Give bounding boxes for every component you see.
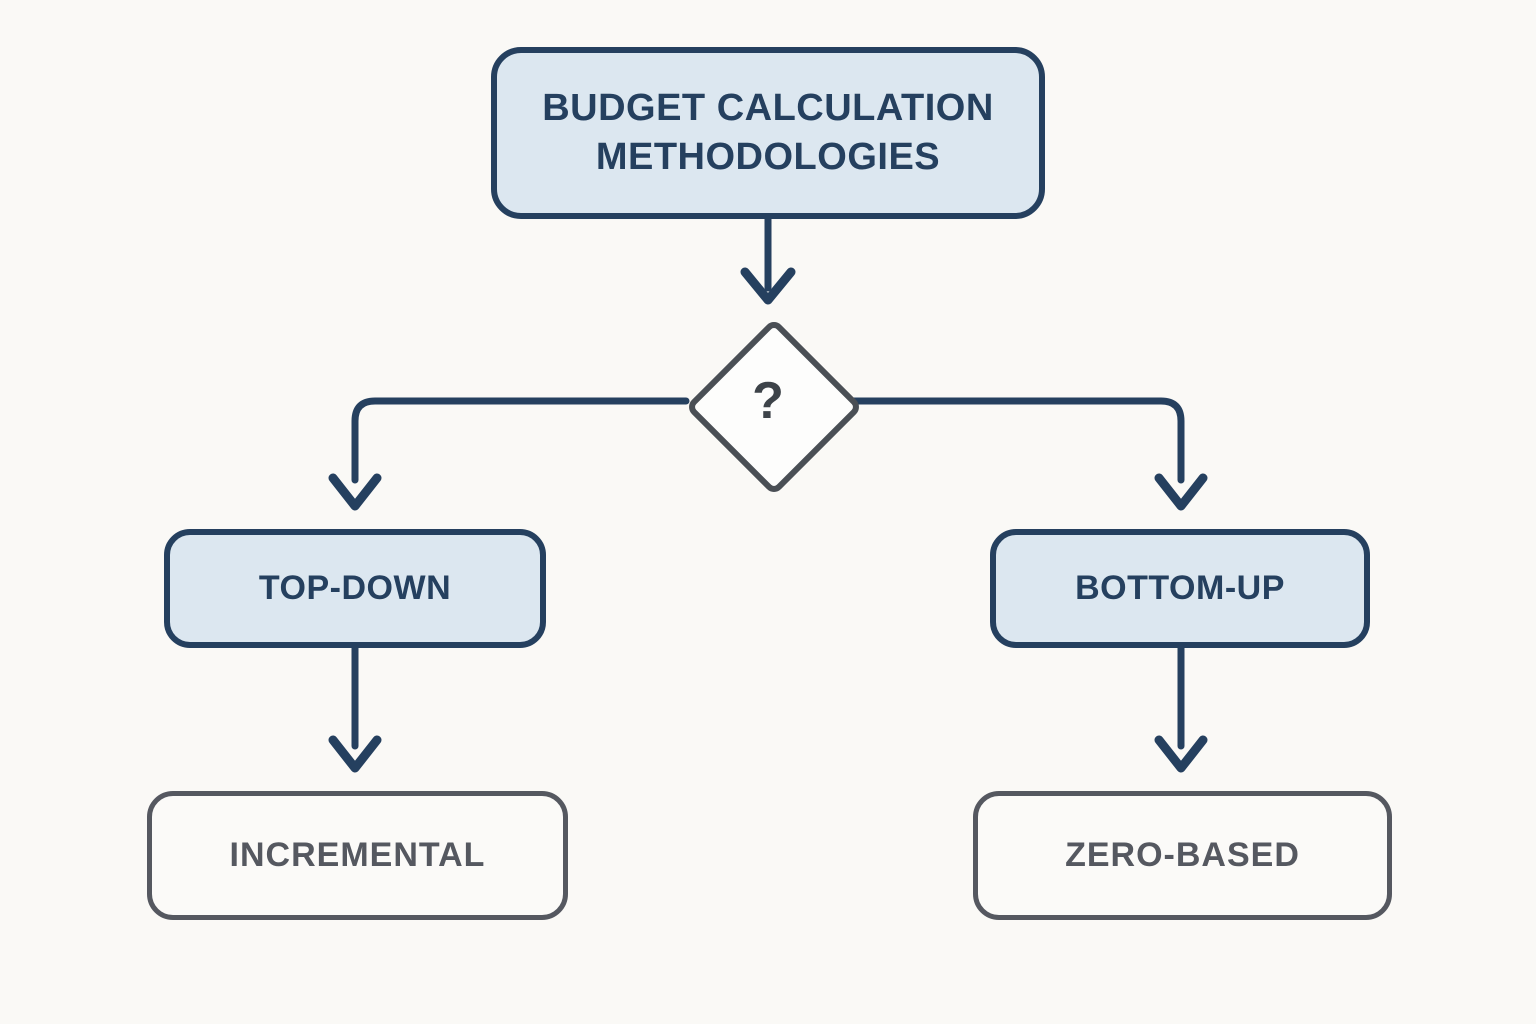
- node-title-line-1: BUDGET CALCULATION: [542, 87, 994, 130]
- connector-title-to-decision: [740, 215, 796, 305]
- node-top-down[interactable]: TOP-DOWN: [164, 529, 546, 648]
- node-zero-based-label: ZERO-BASED: [1065, 836, 1300, 874]
- connector-top-down-to-incremental: [328, 644, 382, 773]
- node-bottom-up[interactable]: BOTTOM-UP: [990, 529, 1370, 648]
- connector-decision-to-bottom-up: [846, 397, 1208, 511]
- question-mark-icon: ?: [752, 372, 784, 430]
- node-incremental-label: INCREMENTAL: [229, 836, 486, 874]
- connector-bottom-up-to-zero-based: [1154, 644, 1208, 773]
- node-methodology-choice[interactable]: ?: [684, 317, 864, 497]
- node-title-text: BUDGET CALCULATION METHODOLOGIES: [542, 84, 994, 181]
- node-budget-calculation-methodologies[interactable]: BUDGET CALCULATION METHODOLOGIES: [491, 47, 1045, 219]
- node-incremental[interactable]: INCREMENTAL: [147, 791, 568, 920]
- node-zero-based[interactable]: ZERO-BASED: [973, 791, 1392, 920]
- node-bottom-up-label: BOTTOM-UP: [1075, 569, 1285, 607]
- node-title-line-2: METHODOLOGIES: [595, 136, 941, 178]
- connector-decision-to-top-down: [328, 397, 690, 511]
- node-top-down-label: TOP-DOWN: [258, 569, 452, 607]
